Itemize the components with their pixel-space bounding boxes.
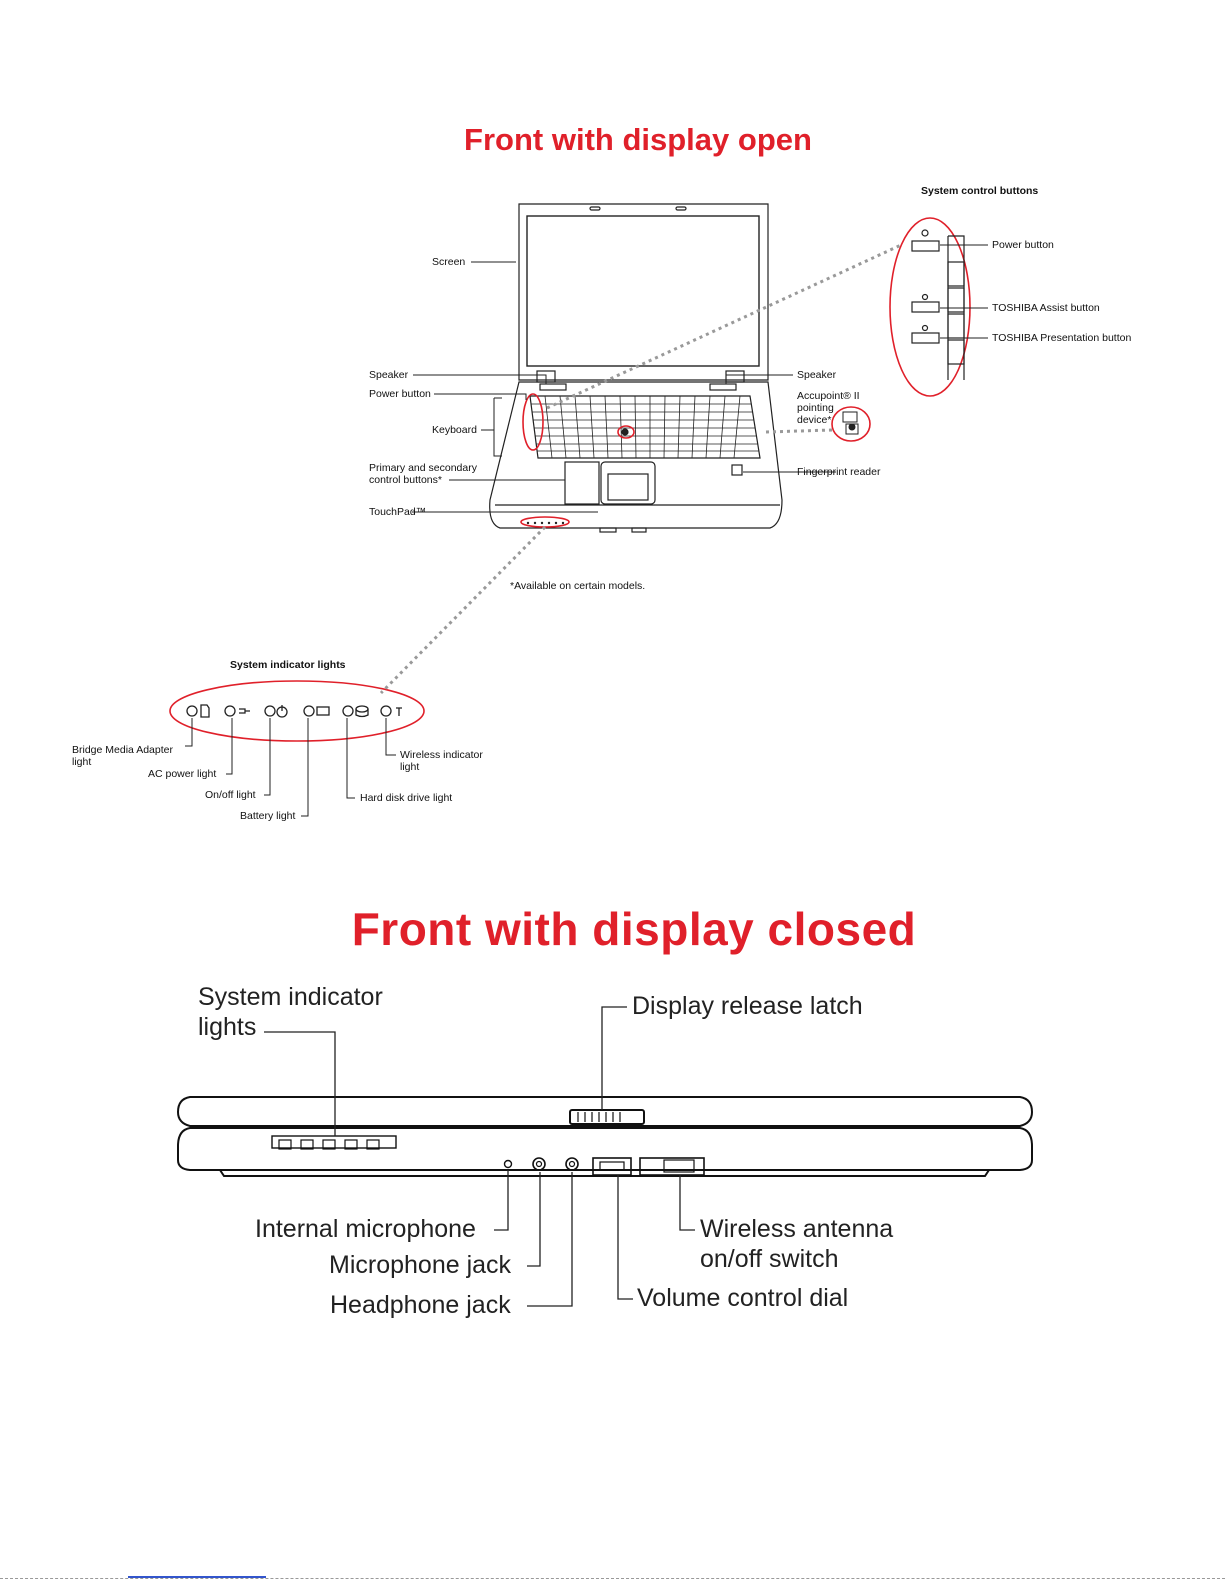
label-volume-dial: Volume control dial — [637, 1284, 849, 1312]
leader-lines-open — [185, 244, 988, 817]
label-hdd: Hard disk drive light — [360, 792, 453, 804]
label-footnote: *Available on certain models. — [510, 580, 646, 592]
label-control-buttons: Primary and secondary control buttons* — [369, 462, 477, 486]
title-front-closed: Front with display closed — [351, 903, 917, 955]
label-headphone-jack: Headphone jack — [330, 1291, 511, 1319]
leader-lines-closed — [264, 1006, 695, 1307]
label-accupoint: Accupoint® II pointing device* — [797, 390, 860, 426]
label-power-button-zoom: Power button — [992, 239, 1054, 251]
label-toshiba-presentation: TOSHIBA Presentation button — [992, 332, 1132, 344]
label-indicator-lights-closed: System indicator lights — [198, 983, 383, 1041]
heading-system-control-buttons: System control buttons — [921, 185, 1039, 197]
laptop-open-drawing — [489, 203, 783, 533]
callout-ellipses — [169, 217, 971, 742]
system-control-buttons-drawing — [911, 229, 965, 380]
label-mic-jack: Microphone jack — [329, 1251, 512, 1279]
label-power-button: Power button — [369, 388, 431, 400]
label-battery: Battery light — [240, 810, 296, 822]
label-internal-mic: Internal microphone — [255, 1215, 476, 1243]
label-touchpad: TouchPad™ — [369, 506, 427, 518]
label-fingerprint: Fingerprint reader — [797, 466, 881, 478]
page-footer-link-underline — [128, 1576, 266, 1578]
label-speaker-right: Speaker — [797, 369, 837, 381]
label-on-off: On/off light — [205, 789, 256, 801]
label-keyboard: Keyboard — [432, 424, 477, 436]
label-wireless-indicator: Wireless indicator light — [400, 749, 483, 773]
dotted-connectors — [379, 243, 902, 695]
accupoint-zoom-drawing — [842, 411, 859, 435]
laptop-closed-drawing — [176, 1096, 1034, 1177]
label-ac-power: AC power light — [148, 768, 217, 780]
label-speaker-left: Speaker — [369, 369, 409, 381]
page-footer-rule — [0, 1578, 1225, 1579]
label-wireless-switch: Wireless antenna on/off switch — [700, 1215, 894, 1273]
title-front-open: Front with display open — [464, 122, 812, 157]
label-release-latch: Display release latch — [632, 992, 863, 1020]
indicator-lights-drawing — [186, 704, 402, 718]
label-bridge-media: Bridge Media Adapter light — [72, 744, 173, 768]
label-toshiba-assist: TOSHIBA Assist button — [992, 302, 1100, 314]
label-screen: Screen — [432, 256, 466, 268]
heading-system-indicator-lights: System indicator lights — [230, 659, 346, 671]
